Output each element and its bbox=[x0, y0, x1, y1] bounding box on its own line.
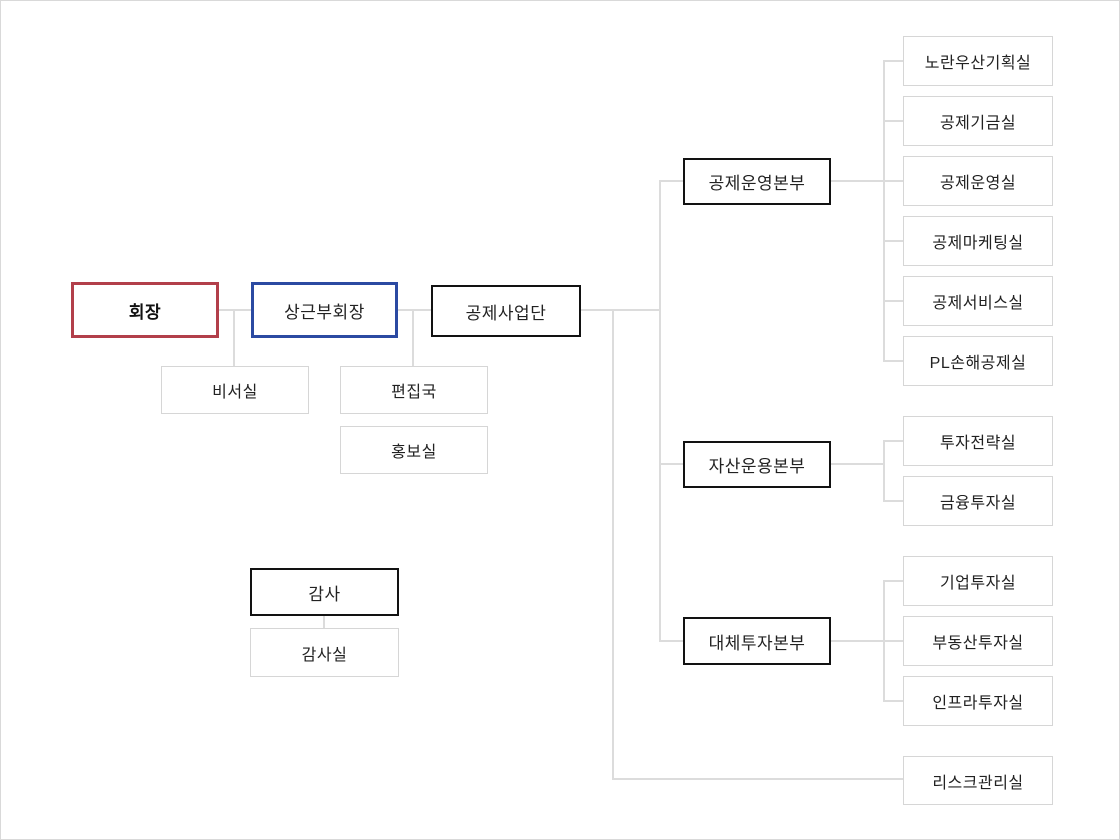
connector-division-trunk bbox=[659, 180, 661, 642]
org-node-dept-pl-damage: PL손해공제실 bbox=[903, 336, 1053, 386]
org-node-vice-chairman: 상근부회장 bbox=[251, 282, 398, 338]
org-node-dept-corporate-invest: 기업투자실 bbox=[903, 556, 1053, 606]
org-node-dept-fund: 공제기금실 bbox=[903, 96, 1053, 146]
connector-rail-asset bbox=[883, 440, 885, 502]
org-node-division-ops: 공제운영본부 bbox=[683, 158, 831, 205]
connector-stub-asset-child2 bbox=[883, 500, 903, 502]
org-node-editorial-bureau: 편집국 bbox=[340, 366, 488, 414]
org-node-risk-office: 리스크관리실 bbox=[903, 756, 1053, 805]
connector-stub-asset-left bbox=[659, 463, 683, 465]
org-node-dept-realestate-invest: 부동산투자실 bbox=[903, 616, 1053, 666]
org-node-division-alt: 대체투자본부 bbox=[683, 617, 831, 665]
org-node-dept-financial-invest: 금융투자실 bbox=[903, 476, 1053, 526]
org-node-dept-marketing: 공제마케팅실 bbox=[903, 216, 1053, 266]
connector-stub-alt-left bbox=[659, 640, 683, 642]
connector-stub-ops-child6 bbox=[883, 360, 903, 362]
connector-rail-ops bbox=[883, 60, 885, 362]
connector-drop-editorial bbox=[412, 309, 414, 366]
connector-stub-alt-child1 bbox=[883, 580, 903, 582]
connector-risk-horizontal bbox=[612, 778, 903, 780]
connector-stub-ops-left bbox=[659, 180, 683, 182]
org-node-secretary-office: 비서실 bbox=[161, 366, 309, 414]
org-node-dept-yellow-umbrella: 노란우산기획실 bbox=[903, 36, 1053, 86]
org-node-audit-office: 감사실 bbox=[250, 628, 399, 677]
connector-asset-right bbox=[831, 463, 884, 465]
connector-rail-alt bbox=[883, 580, 885, 702]
connector-alt-right bbox=[831, 640, 903, 642]
connector-auditor-office bbox=[323, 616, 325, 629]
org-node-business-group: 공제사업단 bbox=[431, 285, 581, 337]
connector-stub-alt-child3 bbox=[883, 700, 903, 702]
connector-stub-ops-child1 bbox=[883, 60, 903, 62]
connector-stub-ops-child2 bbox=[883, 120, 903, 122]
connector-ops-right bbox=[831, 180, 903, 182]
org-node-chairman: 회장 bbox=[71, 282, 219, 338]
org-node-dept-service: 공제서비스실 bbox=[903, 276, 1053, 326]
org-node-dept-invest-strategy: 투자전략실 bbox=[903, 416, 1053, 466]
org-node-pr-office: 홍보실 bbox=[340, 426, 488, 474]
connector-chairman-vice bbox=[219, 309, 251, 311]
connector-drop-risk bbox=[612, 309, 614, 780]
org-node-dept-infra-invest: 인프라투자실 bbox=[903, 676, 1053, 726]
connector-group-trunk bbox=[581, 309, 661, 311]
connector-stub-ops-child5 bbox=[883, 300, 903, 302]
connector-vice-group bbox=[398, 309, 431, 311]
connector-stub-asset-child1 bbox=[883, 440, 903, 442]
connector-drop-secretary bbox=[233, 309, 235, 366]
connector-stub-ops-child4 bbox=[883, 240, 903, 242]
org-node-auditor: 감사 bbox=[250, 568, 399, 616]
org-node-division-asset: 자산운용본부 bbox=[683, 441, 831, 488]
org-node-dept-operation: 공제운영실 bbox=[903, 156, 1053, 206]
